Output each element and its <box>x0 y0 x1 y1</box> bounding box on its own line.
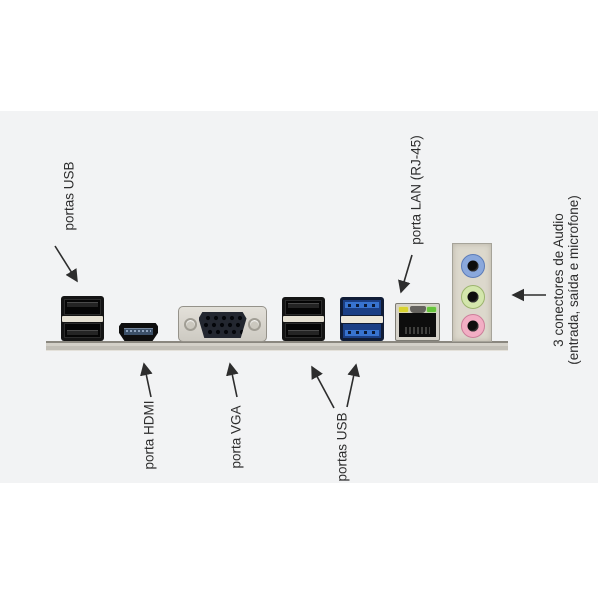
usb-tongue <box>288 330 319 335</box>
usb-tongue <box>67 302 98 307</box>
vga-screw-hole-left <box>184 318 197 331</box>
usb-tongue <box>288 303 319 308</box>
label-audio: 3 conectores de Audio (entrada, saída e … <box>551 195 581 365</box>
label-porta-hdmi: porta HDMI <box>141 400 157 470</box>
usb-port-opening <box>285 323 322 338</box>
jack-hole <box>467 291 479 303</box>
usb3-port-opening <box>343 323 381 338</box>
usb2-dual-port-block-right <box>282 297 325 341</box>
usb2-dual-port-block-left <box>61 296 104 341</box>
usb-port-opening <box>285 300 322 315</box>
lan-cavity <box>399 313 436 337</box>
vga-dsub-connector <box>198 312 247 338</box>
label-audio-line2: (entrada, saída e microfone) <box>566 195 581 365</box>
label-portas-usb-bottom: portas USB <box>334 412 350 482</box>
vga-port <box>178 306 267 342</box>
usb-block-divider <box>341 315 383 323</box>
usb3-dual-port-block <box>340 297 384 341</box>
vga-pin-holes <box>203 315 244 335</box>
lan-rj45-port <box>395 303 440 341</box>
usb-port-opening <box>64 322 101 338</box>
label-audio-line1: 3 conectores de Audio <box>551 213 566 347</box>
hdmi-port <box>119 323 158 341</box>
audio-jack-line-out <box>461 285 485 309</box>
label-porta-lan: porta LAN (RJ-45) <box>408 135 424 245</box>
hdmi-pins <box>126 330 151 332</box>
usb3-contacts <box>348 304 376 307</box>
usb-block-divider <box>283 316 324 322</box>
jack-hole <box>467 320 479 332</box>
label-portas-usb-top: portas USB <box>61 161 77 231</box>
usb3-contacts <box>348 331 376 334</box>
usb3-port-opening <box>343 300 381 315</box>
lan-led-yellow <box>399 307 408 312</box>
usb-tongue <box>67 330 98 335</box>
usb-port-opening <box>64 299 101 315</box>
label-porta-vga: porta VGA <box>228 405 244 469</box>
usb-block-divider <box>62 315 103 322</box>
jack-hole <box>467 260 479 272</box>
lan-led-green <box>427 307 436 312</box>
lan-contact-teeth <box>405 327 430 334</box>
audio-jack-line-in <box>461 254 485 278</box>
lan-shield-tab <box>409 306 426 313</box>
io-bracket-strip <box>46 341 508 350</box>
vga-screw-hole-right <box>248 318 261 331</box>
audio-jacks-block <box>452 243 492 342</box>
audio-jack-mic <box>461 314 485 338</box>
